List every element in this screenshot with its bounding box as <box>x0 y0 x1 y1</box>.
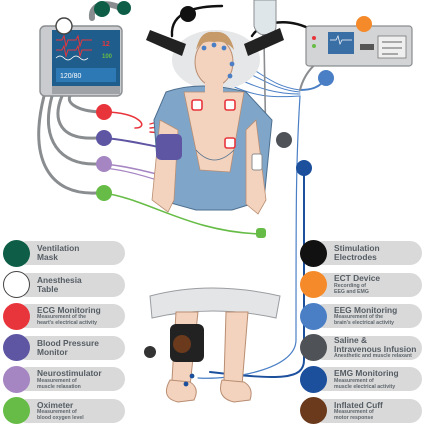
blood-pressure-dot <box>96 130 112 146</box>
bp-cuff <box>156 134 182 160</box>
legend-title: Stimulation Electrodes <box>334 243 380 262</box>
legend-item: Blood Pressure Monitor <box>3 334 125 362</box>
legend-title: ECT Device <box>334 273 381 284</box>
legend-title: EEG Monitoring <box>334 304 398 315</box>
legend-color-dot <box>3 239 30 267</box>
legend-subtitle: Measurement of motor response <box>334 409 374 422</box>
ecg-monitoring-dot <box>96 104 112 120</box>
legend-pill <box>312 272 422 297</box>
legend-pill <box>15 398 125 423</box>
legend-item: Anesthesia Table <box>3 271 125 299</box>
legend-subtitle: Measurement of the brain's electrical ac… <box>334 314 395 327</box>
stimulation-electrodes-dot <box>180 6 196 22</box>
legend-color-dot <box>3 397 30 425</box>
legend-pill <box>15 304 125 329</box>
legend-subtitle: Measurement of blood oxygen level <box>37 409 84 422</box>
legend-title: Saline & Intravenous Infusion <box>334 335 417 354</box>
legend-subtitle: Anesthetic and muscle relaxant <box>334 353 412 360</box>
legend-title: EMG Monitoring <box>334 368 399 379</box>
monitor-readout-2: 100 <box>102 54 113 60</box>
vital-signs-monitor: 12 100 120/80 <box>39 25 123 97</box>
legend-pill <box>15 367 125 392</box>
legend-pill <box>15 272 125 297</box>
legend-color-dot <box>300 397 327 425</box>
ventilation-valve-dot <box>117 1 131 15</box>
legend-title: Ventilation Mask <box>37 243 80 262</box>
legend-pill <box>15 335 125 360</box>
saline-infusion-dot <box>276 132 292 148</box>
legend-pill <box>312 398 422 423</box>
legend-title: ECG Monitoring <box>37 304 101 315</box>
legend-subtitle: Measurement of muscle relaxation <box>37 377 81 390</box>
legend-title: Anesthesia Table <box>37 275 82 294</box>
legend-color-dot <box>300 365 327 393</box>
legend-color-dot <box>300 271 327 299</box>
legend-item: Stimulation Electrodes <box>300 239 422 267</box>
oximeter-dot <box>96 185 112 201</box>
monitor-bp-readout: 120/80 <box>60 73 82 80</box>
legend-pill <box>15 241 125 265</box>
ventilation-mask-dot <box>94 1 110 17</box>
legend-pill <box>312 335 422 360</box>
cuff-gauge <box>144 346 156 358</box>
legend-color-dot <box>3 365 30 393</box>
legend-color-dot <box>300 334 327 362</box>
legend-pill <box>312 304 422 329</box>
legend-pill <box>312 241 422 265</box>
patient <box>151 30 273 238</box>
legend-subtitle: Measurement of muscle electrical activit… <box>334 377 396 390</box>
stimulation-paddles <box>146 28 284 56</box>
monitor-readout-1: 12 <box>102 41 110 48</box>
eeg-monitoring-dot <box>318 70 334 86</box>
ect-device-dot <box>356 16 372 32</box>
legend-color-dot <box>3 302 30 330</box>
ect-device <box>305 25 413 67</box>
legend-color-dot <box>300 302 327 330</box>
legend-item: Ventilation Mask <box>3 239 125 267</box>
legend-color-dot <box>300 239 327 267</box>
legend-pill <box>312 367 422 392</box>
patient-legs <box>144 287 281 403</box>
emg-monitoring-dot <box>296 160 312 176</box>
legend-title: Inflated Cuff <box>334 399 383 410</box>
neurostimulator-dot <box>96 156 112 172</box>
legend-subtitle: Measurement of the heart's electrical ac… <box>37 314 98 327</box>
anesthesia-table-dot <box>55 17 73 35</box>
legend-subtitle: Recording of EEG and EMG <box>334 282 369 295</box>
inflated-cuff-dot <box>173 335 191 353</box>
legend-title: Blood Pressure Monitor <box>37 338 99 357</box>
legend-title: Oximeter <box>37 399 74 410</box>
legend-color-dot <box>3 271 30 299</box>
oximeter-clip <box>256 228 266 238</box>
legend-title: Neurostimulator <box>37 368 102 379</box>
legend-color-dot <box>3 334 30 362</box>
